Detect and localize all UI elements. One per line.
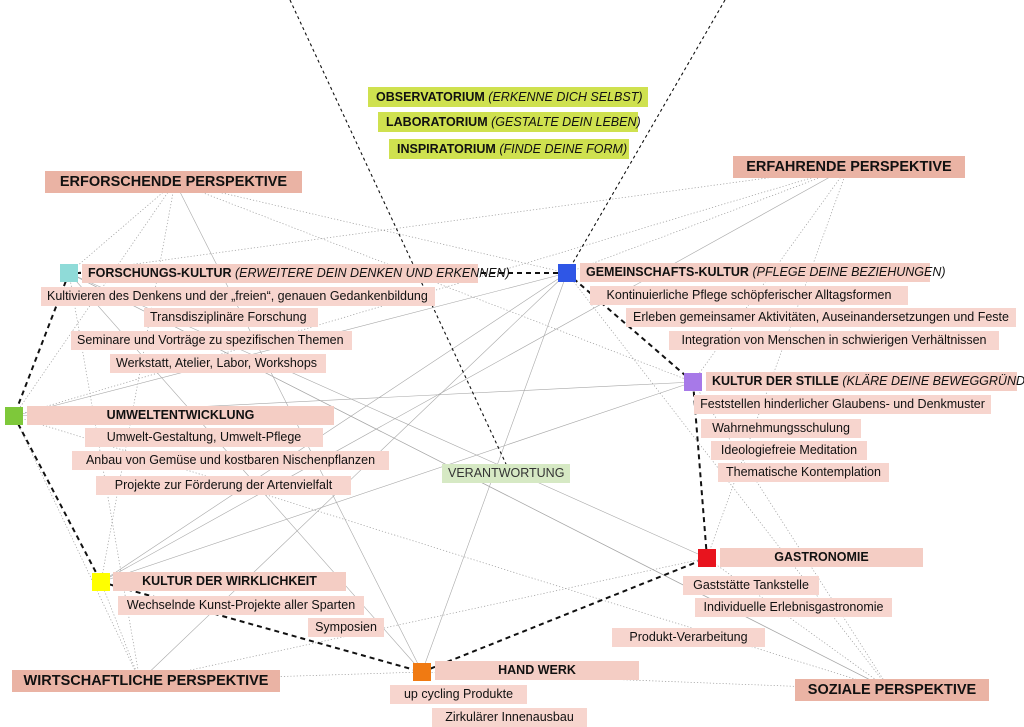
handwerk-item: up cycling Produkte	[390, 685, 527, 704]
forschung-title: FORSCHUNGS-KULTUR (ERWEITERE DEIN DENKEN…	[82, 264, 510, 283]
dashed-link	[566, 272, 694, 383]
verantwortung-label: VERANTWORTUNG	[442, 464, 570, 483]
dashed-top-link	[289, 0, 507, 465]
erfahrende-perspektive: ERFAHRENDE PERSPEKTIVE	[733, 156, 965, 178]
stille-title: KULTUR DER STILLE (KLÄRE DEINE BEWEGGRÜN…	[706, 372, 1024, 391]
thin-link	[100, 272, 568, 583]
inspiratorium-label: INSPIRATORIUM (FINDE DEINE FORM)	[389, 139, 629, 159]
umwelt-item: Projekte zur Förderung der Artenvielfalt	[96, 476, 351, 495]
stille-marker	[684, 373, 702, 391]
observatorium-label: OBSERVATORIUM (ERKENNE DICH SELBST)	[368, 87, 648, 107]
handwerk-title: HAND WERK	[435, 661, 639, 680]
umwelt-item: Umwelt-Gestaltung, Umwelt-Pflege	[85, 428, 323, 447]
erforschende-perspektive: ERFORSCHENDE PERSPEKTIVE	[45, 171, 302, 193]
thin-link	[174, 181, 423, 673]
thin-link	[100, 166, 849, 583]
wirklichkeit-item: Symposien	[308, 618, 384, 637]
dashed-top-link	[566, 0, 726, 274]
gastronomie-title: GASTRONOMIE	[720, 548, 923, 567]
wirklichkeit-title: KULTUR DER WIRKLICHKEIT	[113, 572, 346, 591]
gastronomie-item: Individuelle Erlebnisgastronomie	[695, 598, 892, 617]
umwelt-title: UMWELTENTWICKLUNG	[27, 406, 334, 425]
dashed-link	[13, 415, 102, 583]
soziale-perspektive: SOZIALE PERSPEKTIVE	[795, 679, 989, 701]
stille-item: Feststellen hinderlicher Glaubens- und D…	[694, 395, 991, 414]
stille-item: Wahrnehmungsschulung	[701, 419, 861, 438]
forschung-item: Werkstatt, Atelier, Labor, Workshops	[110, 354, 326, 373]
umwelt-item: Anbau von Gemüse und kostbaren Nischenpf…	[72, 451, 389, 470]
gastronomie-item: Gaststätte Tankstelle	[683, 576, 819, 595]
dotted-link	[139, 557, 708, 682]
gemeinschaft-marker	[558, 264, 576, 282]
wirklichkeit-item: Wechselnde Kunst-Projekte aller Sparten	[118, 596, 364, 615]
forschung-item: Transdisziplinäre Forschung	[144, 308, 318, 327]
dotted-link	[174, 181, 568, 274]
wirklichkeit-marker	[92, 573, 110, 591]
forschung-marker	[60, 264, 78, 282]
gemeinschaft-item: Kontinuierliche Pflege schöpferischer Al…	[590, 286, 908, 305]
gemeinschaft-title: GEMEINSCHAFTS-KULTUR (PFLEGE DEINE BEZIE…	[580, 263, 946, 282]
dotted-link	[13, 415, 141, 682]
dashed-link	[421, 557, 708, 673]
stille-item: Thematische Kontemplation	[718, 463, 889, 482]
dotted-link	[706, 557, 891, 691]
dotted-link	[421, 671, 891, 691]
dotted-link	[13, 166, 849, 417]
gemeinschaft-item: Integration von Menschen in schwierigen …	[669, 331, 999, 350]
forschung-item: Kultivieren des Denkens und der „freien“…	[41, 287, 435, 306]
handwerk-marker	[413, 663, 431, 681]
dotted-link	[100, 181, 176, 583]
dotted-link	[68, 181, 176, 274]
dotted-link	[706, 166, 849, 559]
thin-link	[100, 381, 694, 583]
wirtschaftliche-perspektive: WIRTSCHAFTLICHE PERSPEKTIVE	[12, 670, 280, 692]
dashed-link	[13, 272, 70, 417]
dotted-link	[566, 272, 891, 691]
umwelt-marker	[5, 407, 23, 425]
handwerk-item: Zirkulärer Innenausbau	[432, 708, 587, 727]
gemeinschaft-item: Erleben gemeinsamer Aktivitäten, Auseina…	[626, 308, 1016, 327]
gastronomie-item: Produkt-Verarbeitung	[612, 628, 765, 647]
dotted-link	[566, 166, 849, 274]
stille-item: Ideologiefreie Meditation	[711, 441, 867, 460]
dotted-link	[139, 671, 423, 682]
laboratorium-label: LABORATORIUM (GESTALTE DEIN LEBEN)	[378, 112, 641, 132]
gastronomie-marker	[698, 549, 716, 567]
forschung-item: Seminare und Vorträge zu spezifischen Th…	[71, 331, 352, 350]
